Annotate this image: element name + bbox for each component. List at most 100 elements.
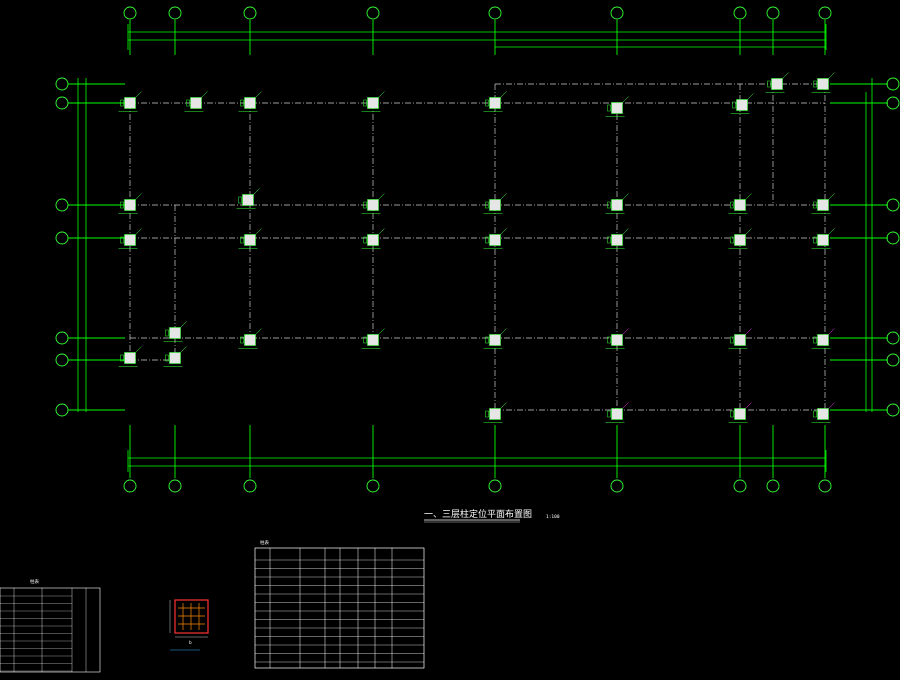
grid-bubble [610, 479, 624, 493]
grid-bubble [55, 96, 69, 110]
column [811, 328, 835, 349]
dimension-lines-top [127, 24, 827, 50]
grid-bubble [886, 353, 900, 367]
column-section [244, 334, 256, 346]
column-tick [730, 336, 734, 344]
column-tick [485, 99, 489, 107]
schedule-title: 柱表 [260, 539, 269, 546]
column [605, 96, 629, 117]
column-tick [186, 99, 190, 107]
column [118, 346, 142, 367]
column-tick [363, 99, 367, 107]
column [238, 228, 262, 249]
column-tick [240, 99, 244, 107]
column [728, 402, 752, 423]
column-section [124, 352, 136, 364]
column [605, 193, 629, 214]
column-section [734, 199, 746, 211]
drawing-scale: 1:100 [546, 514, 560, 520]
column [163, 321, 187, 342]
dimension-lines-bottom [127, 450, 827, 472]
grid-bubble [766, 6, 780, 20]
column-leader [135, 193, 142, 200]
left-schedule-table: 柱表 [0, 578, 101, 673]
column [118, 91, 142, 112]
column-section [489, 199, 501, 211]
column-section [124, 234, 136, 246]
drawing-title: 一、三层柱定位平面布置图 [424, 508, 532, 520]
column-tick [240, 336, 244, 344]
column [236, 188, 260, 209]
column-section [611, 334, 623, 346]
grid-bubble [55, 77, 69, 91]
column-tick [238, 196, 242, 204]
column [811, 228, 835, 249]
column-section [817, 408, 829, 420]
column-tick [485, 201, 489, 209]
column [728, 193, 752, 214]
column-schedule-table: 柱表 [254, 539, 425, 669]
grid-bubble [168, 479, 182, 493]
column [184, 91, 208, 112]
column-leader [255, 328, 262, 335]
column-leader [253, 188, 260, 195]
column-leader [135, 91, 142, 98]
grid-bubble [123, 479, 137, 493]
column-section [169, 327, 181, 339]
column-leader [201, 91, 208, 98]
grid-bubble [366, 6, 380, 20]
column-leader [378, 193, 385, 200]
grid-bubble [55, 353, 69, 367]
column-tick [730, 410, 734, 418]
column-leader [135, 346, 142, 353]
column-tick [732, 101, 736, 109]
column [730, 93, 754, 114]
grid-bubble [488, 479, 502, 493]
column-section [817, 78, 829, 90]
column [163, 346, 187, 367]
grid-bubble [886, 231, 900, 245]
column-section [489, 408, 501, 420]
grid-bubble [168, 6, 182, 20]
column-section [611, 102, 623, 114]
column [361, 228, 385, 249]
column-section [734, 334, 746, 346]
column-tick [485, 336, 489, 344]
left-table-title: 柱表 [30, 578, 39, 585]
column-leader [828, 402, 835, 409]
column-leader [622, 96, 629, 103]
column [483, 193, 507, 214]
column-section [242, 194, 254, 206]
grid-bubbles [55, 6, 900, 493]
column-section [817, 199, 829, 211]
grid-bubble [818, 6, 832, 20]
column-leader [622, 402, 629, 409]
column-leader [828, 72, 835, 79]
column [483, 328, 507, 349]
column-tick [120, 354, 124, 362]
column-leader [135, 228, 142, 235]
column-section [190, 97, 202, 109]
grid-bubble [886, 403, 900, 417]
column [605, 228, 629, 249]
column-section [489, 234, 501, 246]
column [605, 328, 629, 349]
column-tick [485, 410, 489, 418]
column [118, 193, 142, 214]
grid-bubble [123, 6, 137, 20]
grid-bubble [733, 479, 747, 493]
column [483, 402, 507, 423]
grid-bubble [733, 6, 747, 20]
column-leader [378, 328, 385, 335]
grid-lines-horizontal [68, 83, 888, 411]
column [118, 228, 142, 249]
column-section [736, 99, 748, 111]
column-tick [607, 201, 611, 209]
column-tick [607, 336, 611, 344]
column-leader [180, 321, 187, 328]
column-section [244, 97, 256, 109]
column-tick [813, 410, 817, 418]
column-tick [607, 104, 611, 112]
